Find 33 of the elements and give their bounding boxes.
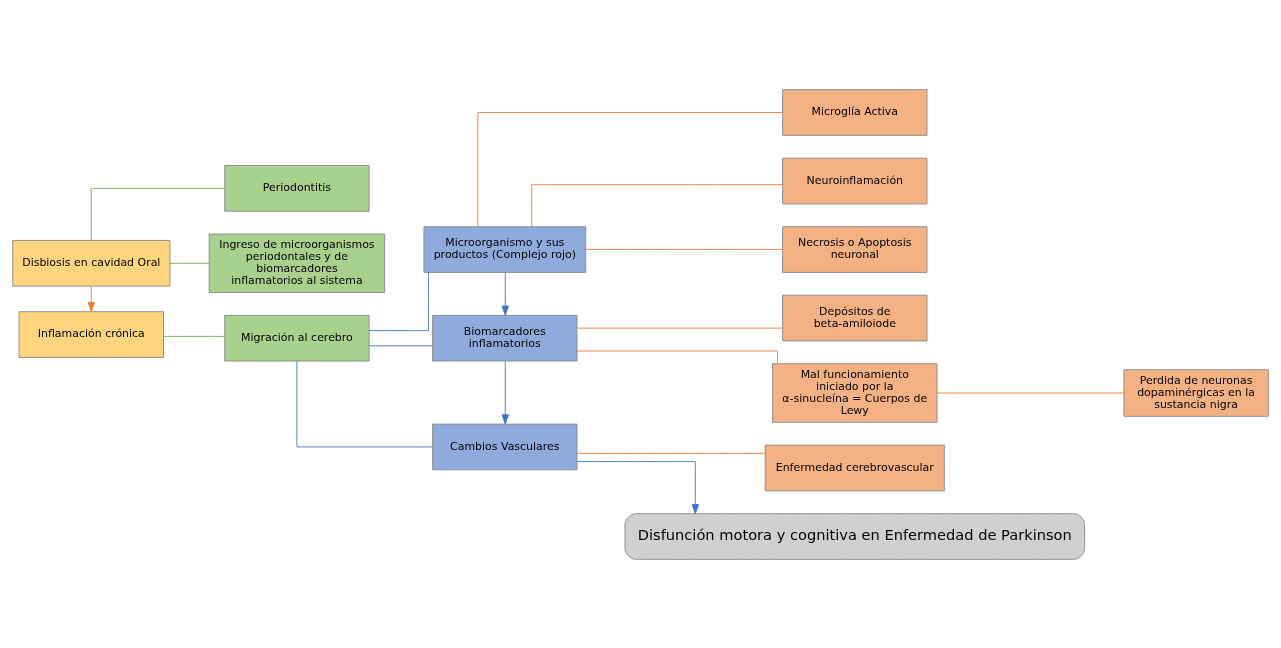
arrow xyxy=(576,460,699,514)
connector xyxy=(585,248,783,250)
connector xyxy=(90,187,226,241)
node-box: Periodontitis xyxy=(224,164,370,212)
node-box: Depósitos de beta-amiloiode xyxy=(782,294,928,341)
connector xyxy=(169,262,210,264)
node-box: Neuroinflamación xyxy=(782,157,928,204)
node-box: Perdida de neuronas dopaminérgicas en la sustancia nigra xyxy=(1123,368,1269,417)
node-box: Inflamación crónica xyxy=(18,310,164,358)
node-box: Disbiosis en cavidad Oral xyxy=(12,239,171,287)
connector xyxy=(576,452,766,454)
arrow xyxy=(87,285,95,312)
node-box: Ingreso de microorganismos periodontales y de biomarcadores inflamatorios al sistema xyxy=(208,233,386,293)
connector xyxy=(477,111,783,227)
node-box: Microglía Activa xyxy=(782,88,928,136)
node-box: Enfermedad cerebrovascular xyxy=(764,444,945,491)
connector xyxy=(296,360,433,447)
node-box: Necrosis o Apoptosis neuronal xyxy=(782,225,928,273)
connector xyxy=(576,327,783,329)
node-box: Cambios Vasculares xyxy=(432,423,578,470)
connector xyxy=(576,350,779,364)
node-box: Microorganismo y sus productos (Complejo rojo) xyxy=(423,225,587,273)
connector xyxy=(368,344,433,346)
connector xyxy=(368,271,429,331)
node-box: Disfunción motora y cognitiva en Enfermedad de Parkinson xyxy=(624,512,1086,560)
arrow xyxy=(501,360,509,424)
node-box: Migración al cerebro xyxy=(224,314,370,361)
connector xyxy=(936,392,1125,393)
node-box: Mal funcionamiento iniciado por la α-sinucleína = Cuerpos de Lewy xyxy=(772,362,938,423)
node-box: Biomarcadores inflamatorios xyxy=(432,314,578,361)
arrow xyxy=(501,271,509,316)
connector xyxy=(163,335,225,337)
connector xyxy=(531,183,783,227)
